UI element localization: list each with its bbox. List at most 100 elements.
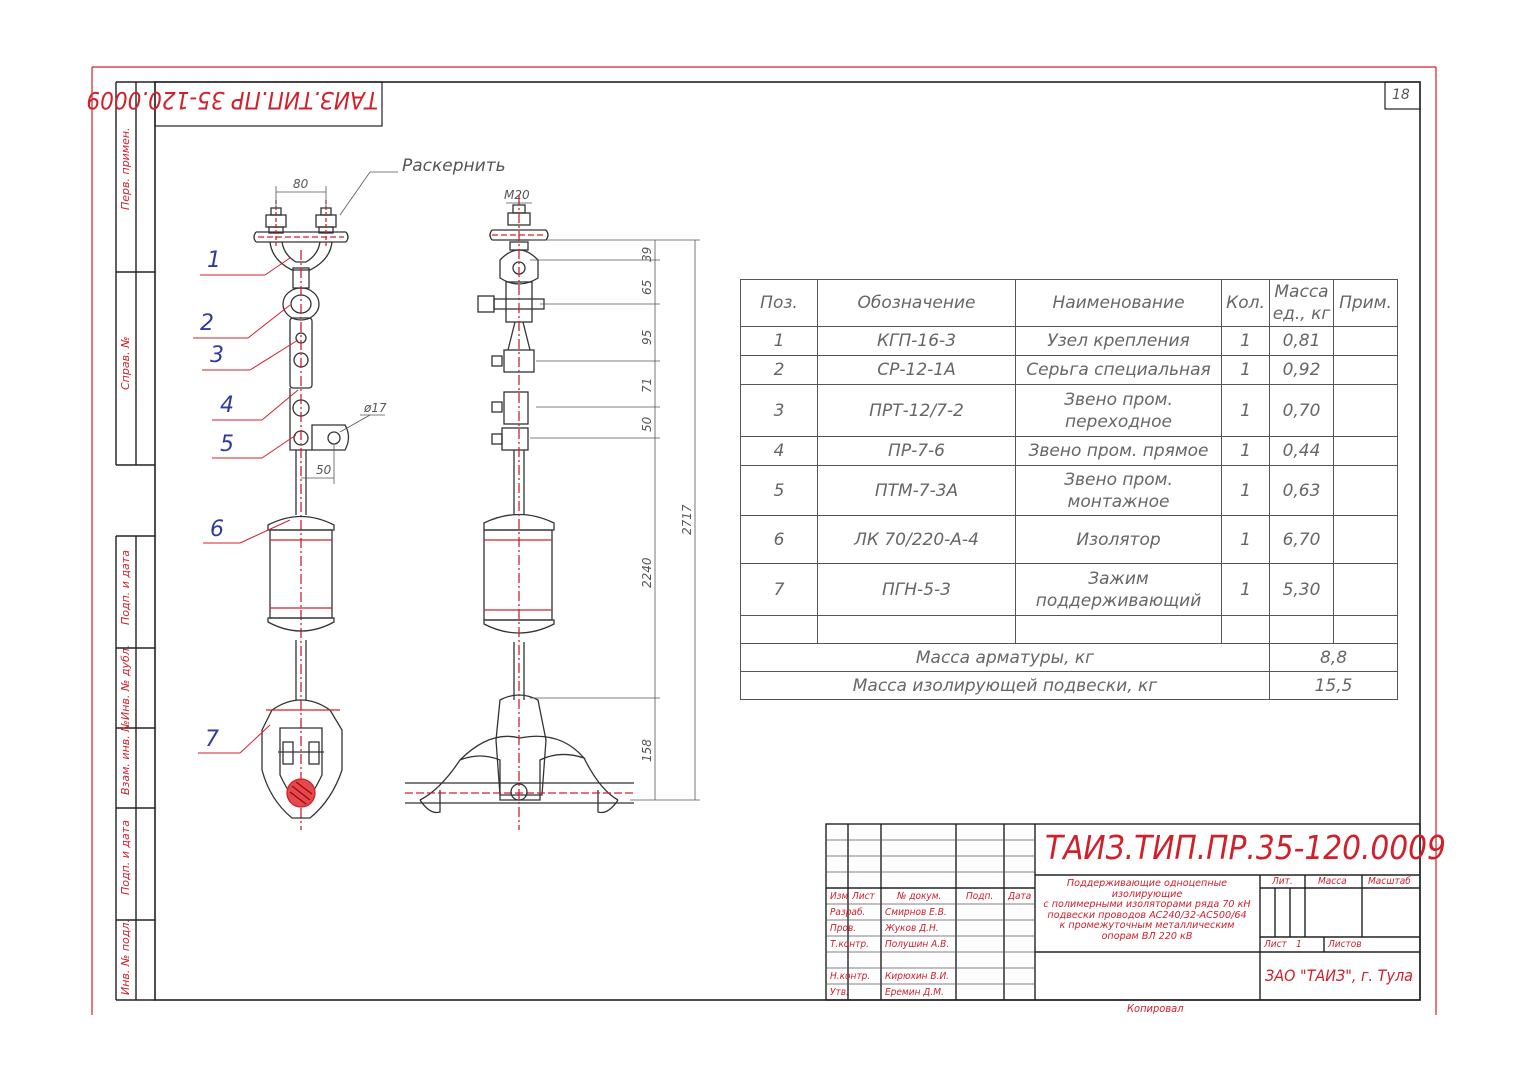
cell-name: Узел крепления bbox=[1015, 326, 1222, 356]
header-code: Обозначение bbox=[817, 279, 1016, 327]
outer-frame bbox=[91, 66, 1437, 1015]
tb-role-5: Утв. bbox=[830, 987, 849, 998]
table-row: 3 ПРТ-12/7-2 Звено пром. переходное 1 0,… bbox=[740, 384, 1398, 437]
table-row: 1 КГП-16-3 Узел крепления 1 0,81 bbox=[740, 326, 1398, 356]
sum-fittings-label: Масса арматуры, кг bbox=[740, 643, 1270, 672]
inner-frame bbox=[154, 81, 1421, 1001]
cell-pos: 3 bbox=[740, 384, 818, 437]
side-label-inv-podl: Инв. № подл. bbox=[119, 919, 132, 995]
side-label-sprav-no: Справ. № bbox=[119, 336, 132, 390]
callout-3: 3 bbox=[210, 343, 224, 368]
cell-name: Звено пром. переходное bbox=[1015, 384, 1222, 437]
cell-pos: 1 bbox=[740, 326, 818, 356]
table-row: 6 ЛК 70/220-А-4 Изолятор 1 6,70 bbox=[740, 515, 1398, 564]
cell-pos: 6 bbox=[740, 515, 818, 564]
title-code: ТАИЗ.ТИП.ПР.35-120.0009 bbox=[1045, 828, 1446, 867]
stamp-code: ТАИЗ.ТИП.ПР 35-120.0009 bbox=[86, 86, 378, 114]
callout-2: 2 bbox=[200, 311, 214, 336]
header-mass: Масса ед., кг bbox=[1269, 279, 1334, 327]
cell-mass: 0,70 bbox=[1269, 384, 1334, 437]
sum-total-row: Масса изолирующей подвески, кг 15,5 bbox=[740, 671, 1398, 700]
tb-role-4: Н.контр. bbox=[830, 971, 871, 982]
cell-qty: 1 bbox=[1221, 515, 1270, 564]
tb-masshtab: Масштаб bbox=[1368, 876, 1411, 887]
tb-head-data: Дата bbox=[1008, 891, 1032, 902]
dim-50-front: 50 bbox=[316, 463, 332, 477]
cell-note bbox=[1333, 465, 1398, 516]
table-row: 5 ПТМ-7-3А Звено пром. монтажное 1 0,63 bbox=[740, 465, 1398, 516]
cell-note bbox=[1333, 515, 1398, 564]
table-row: 4 ПР-7-6 Звено пром. прямое 1 0,44 bbox=[740, 436, 1398, 466]
tb-head-izm: Изм bbox=[830, 891, 849, 902]
cell-note bbox=[1333, 326, 1398, 356]
tb-role-1: Пров. bbox=[830, 923, 857, 934]
tb-name-5: Еремин Д.М. bbox=[885, 987, 944, 998]
tb-name-2: Полушин А.В. bbox=[885, 939, 950, 950]
cell-code: ПРТ-12/7-2 bbox=[817, 384, 1016, 437]
tb-name-1: Жуков Д.Н. bbox=[885, 923, 939, 934]
side-stamp-grid bbox=[115, 81, 155, 1001]
tb-lit: Лит. bbox=[1272, 876, 1293, 887]
tb-role-0: Разраб. bbox=[830, 907, 866, 918]
cell-name: Звено пром. прямое bbox=[1015, 436, 1222, 466]
cell-code: ПГН-5-3 bbox=[817, 563, 1016, 616]
tb-desc-line: с полимерными изоляторами ряда 70 кН bbox=[1043, 899, 1251, 910]
tb-desc-line: опорам ВЛ 220 кВ bbox=[1101, 930, 1193, 942]
cell-pos: 4 bbox=[740, 436, 818, 466]
sheet-number-box bbox=[1384, 81, 1421, 110]
tb-listov-label: Листов bbox=[1328, 939, 1362, 950]
cell-qty: 1 bbox=[1221, 326, 1270, 356]
specification-table: Поз. Обозначение Наименование Кол. Масса… bbox=[740, 279, 1398, 700]
tb-list-value: 1 bbox=[1296, 939, 1302, 950]
cell-mass: 0,92 bbox=[1269, 355, 1334, 385]
sum-fittings-row: Масса арматуры, кг 8,8 bbox=[740, 643, 1398, 672]
tb-head-list: Лист bbox=[852, 891, 875, 902]
sum-total-value: 15,5 bbox=[1269, 671, 1398, 700]
side-view bbox=[405, 195, 634, 830]
tb-description: Поддерживающие одноцепные изолирующие с … bbox=[1036, 878, 1258, 942]
title-block-rows bbox=[826, 839, 1035, 985]
table-row-empty bbox=[740, 615, 1398, 644]
sheet-number: 18 bbox=[1392, 87, 1410, 103]
stamp-code-box bbox=[154, 81, 383, 127]
header-qty: Кол. bbox=[1221, 279, 1270, 327]
cell-qty: 1 bbox=[1221, 436, 1270, 466]
cell-code: ПТМ-7-3А bbox=[817, 465, 1016, 516]
cell-code: ПР-7-6 bbox=[817, 436, 1016, 466]
cell-name: Зажим поддерживающий bbox=[1015, 563, 1222, 616]
tb-name-0: Смирнов Е.В. bbox=[885, 907, 947, 918]
dim-m20: М20 bbox=[504, 188, 530, 202]
dim-80: 80 bbox=[293, 177, 309, 191]
table-header: Поз. Обозначение Наименование Кол. Масса… bbox=[740, 279, 1398, 327]
dim-2717: 2717 bbox=[680, 504, 694, 535]
header-note: Прим. bbox=[1333, 279, 1398, 327]
dim-50-side: 50 bbox=[640, 416, 654, 432]
cell-mass: 5,30 bbox=[1269, 563, 1334, 616]
side-label-inv-dubl: Инв. № дубл. bbox=[119, 644, 132, 720]
cell-name: Звено пром. монтажное bbox=[1015, 465, 1222, 516]
tb-desc-line: к промежуточным металлическим bbox=[1059, 920, 1235, 931]
callout-4: 4 bbox=[220, 393, 234, 418]
table-row: 7 ПГН-5-3 Зажим поддерживающий 1 5,30 bbox=[740, 563, 1398, 616]
cell-code: ЛК 70/220-А-4 bbox=[817, 515, 1016, 564]
callout-5: 5 bbox=[220, 432, 234, 457]
callout-6: 6 bbox=[210, 517, 224, 542]
tb-role-2: Т.контр. bbox=[830, 939, 869, 950]
copied-label: Копировал bbox=[1127, 1002, 1184, 1015]
cell-qty: 1 bbox=[1221, 384, 1270, 437]
side-label-podp-data-1: Подп. и дата bbox=[119, 550, 132, 625]
cell-name: Серьга специальная bbox=[1015, 355, 1222, 385]
dim-71: 71 bbox=[640, 377, 654, 393]
callout-1: 1 bbox=[207, 248, 221, 273]
dim-65: 65 bbox=[640, 279, 654, 295]
callout-7: 7 bbox=[205, 727, 219, 752]
tb-head-podp: Подп. bbox=[966, 891, 994, 902]
front-view bbox=[253, 200, 350, 830]
tb-desc-line: подвески проводов АС240/32-АС500/64 bbox=[1047, 909, 1247, 921]
cell-note bbox=[1333, 436, 1398, 466]
dim-2240: 2240 bbox=[640, 557, 654, 588]
cell-code: КГП-16-3 bbox=[817, 326, 1016, 356]
side-label-vzam-inv: Взам. инв. № bbox=[119, 720, 132, 795]
cell-pos: 7 bbox=[740, 563, 818, 616]
